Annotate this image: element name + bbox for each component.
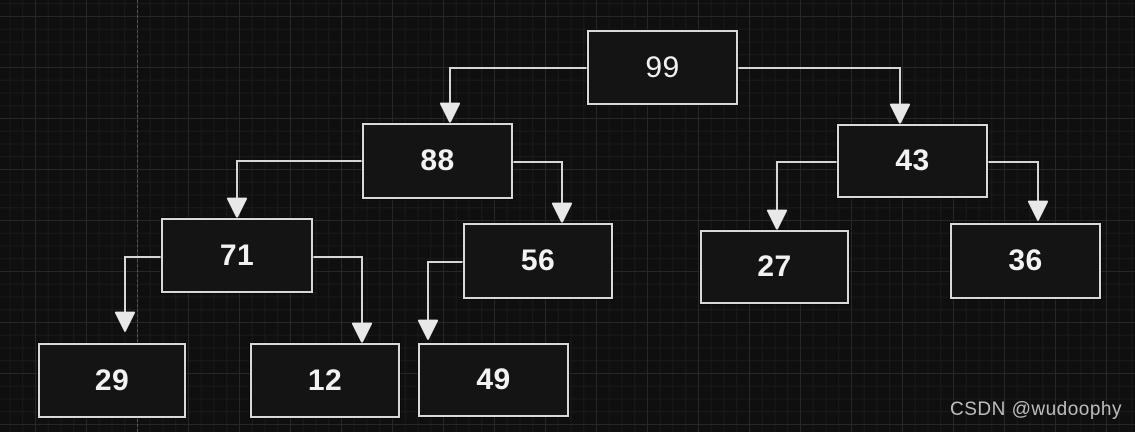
edge-n56-n49[interactable] — [417, 261, 463, 340]
tree-node-36[interactable]: 36 — [950, 223, 1101, 299]
tree-node-27[interactable]: 27 — [700, 230, 849, 304]
edge-n71-n12[interactable] — [313, 256, 373, 343]
tree-node-71[interactable]: 71 — [161, 218, 313, 293]
dashed-guide-line — [137, 0, 138, 432]
tree-node-12[interactable]: 12 — [250, 343, 400, 418]
tree-node-label: 99 — [645, 50, 680, 84]
tree-node-label: 43 — [895, 144, 930, 177]
tree-node-label: 49 — [476, 363, 511, 396]
tree-node-label: 56 — [520, 244, 556, 277]
tree-node-label: 29 — [94, 363, 130, 397]
edge-n99-n43[interactable] — [738, 67, 911, 124]
edge-n43-n36[interactable] — [988, 161, 1049, 221]
edge-n71-n29[interactable] — [114, 256, 161, 332]
edge-n88-n71[interactable] — [226, 160, 362, 218]
edge-n43-n27[interactable] — [766, 161, 837, 230]
tree-node-29[interactable]: 29 — [38, 343, 186, 418]
edge-n99-n88[interactable] — [439, 67, 587, 123]
tree-node-99[interactable]: 99 — [587, 30, 738, 105]
tree-node-label: 71 — [219, 238, 255, 272]
edge-n88-n56[interactable] — [513, 161, 573, 223]
tree-node-88[interactable]: 88 — [362, 123, 513, 199]
tree-node-label: 36 — [1008, 244, 1043, 277]
tree-node-43[interactable]: 43 — [837, 124, 988, 198]
watermark-text: CSDN @wudoophy — [949, 399, 1122, 420]
tree-node-label: 88 — [420, 144, 455, 177]
tree-node-label: 27 — [757, 250, 792, 283]
tree-node-49[interactable]: 49 — [418, 343, 569, 417]
tree-node-label: 12 — [307, 363, 343, 397]
tree-node-56[interactable]: 56 — [463, 223, 613, 299]
